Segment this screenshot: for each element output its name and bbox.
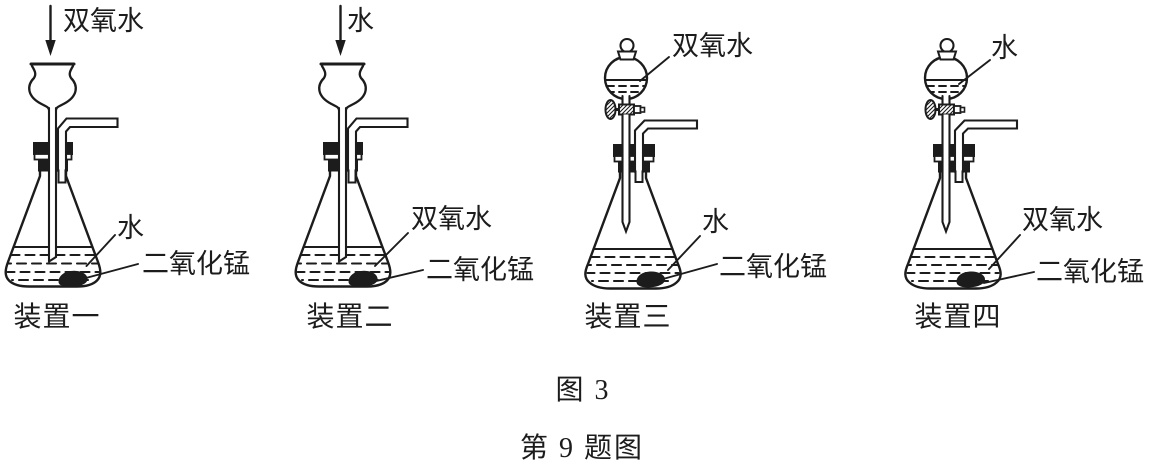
apparatus-1-feed-label: 双氧水 [63,6,144,36]
apparatus-4-liquid-label: 双氧水 [1022,205,1103,235]
apparatus-1-solid-label: 二氧化锰 [142,249,250,279]
leader-line [983,271,1035,284]
apparatus-3-liquid-label: 水 [702,207,729,237]
leader-line [639,56,670,82]
apparatus-2-liquid-label: 双氧水 [411,204,492,234]
leader-lines [83,56,1035,284]
apparatus-2-solid-label: 二氧化锰 [426,255,534,285]
apparatus-2-feed-label: 水 [347,6,374,36]
apparatus-4-feed-label: 水 [991,33,1018,63]
figure-caption: 图 3 [555,375,610,406]
apparatus-2-drawing [294,4,409,288]
apparatus-3-drawing [583,37,699,290]
leader-line [374,232,409,267]
apparatus-3-feed-label: 双氧水 [672,31,753,61]
leader-line [83,263,139,280]
leader-line [85,234,116,267]
apparatus-2-caption: 装置二 [306,301,393,333]
apparatus-1-caption: 装置一 [13,301,100,333]
leader-line [662,263,718,280]
apparatus-4-caption: 装置四 [914,301,1001,333]
figure-subcaption: 第 9 题图 [520,432,644,462]
apparatus-4-drawing [903,37,1019,290]
leader-line [988,234,1021,270]
leader-line [371,269,424,283]
apparatus-3-caption: 装置三 [584,301,671,333]
apparatus-3-solid-label: 二氧化锰 [719,252,827,282]
apparatus-1-drawing [4,4,119,288]
apparatus-4-solid-label: 二氧化锰 [1036,257,1144,287]
apparatus-1-liquid-label: 水 [117,213,144,243]
leader-line [667,235,701,271]
leader-line [958,59,991,85]
